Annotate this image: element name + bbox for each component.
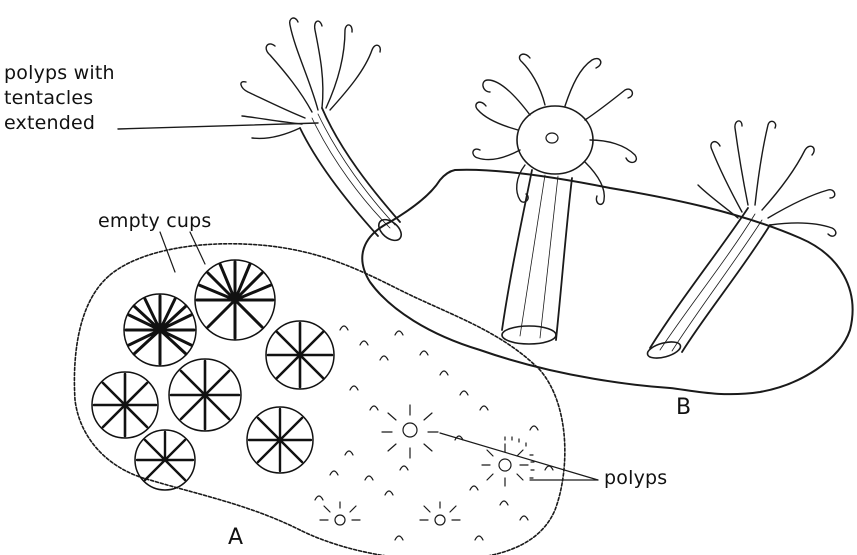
cup bbox=[247, 407, 313, 473]
cup bbox=[169, 359, 241, 431]
label-polyps: polyps bbox=[604, 467, 667, 489]
polyp-middle bbox=[473, 54, 636, 344]
label-polyps-extended-line1: polyps with bbox=[4, 62, 115, 84]
polyp-disc bbox=[482, 444, 528, 486]
polyp-disc bbox=[382, 405, 438, 458]
empty-cups-group bbox=[92, 260, 334, 490]
label-empty-cups: empty cups bbox=[98, 210, 211, 232]
cup bbox=[266, 321, 334, 389]
polyp-disc bbox=[420, 502, 460, 525]
polyp-disc bbox=[320, 502, 360, 525]
base-plate-outline bbox=[362, 170, 852, 394]
figure-label-a: A bbox=[228, 525, 243, 550]
polyp-left bbox=[241, 18, 405, 244]
cup bbox=[124, 294, 196, 366]
coral-colony bbox=[74, 244, 564, 555]
figure-label-b: B bbox=[676, 395, 691, 420]
cup bbox=[195, 260, 275, 340]
living-polyps-group bbox=[315, 326, 553, 540]
cup bbox=[135, 430, 195, 490]
label-polyps-extended-line3: extended bbox=[4, 112, 95, 134]
leader-empty-cups-2 bbox=[190, 232, 205, 264]
cup bbox=[92, 372, 158, 438]
leader-extended bbox=[118, 123, 318, 129]
label-polyps-extended-line2: tentacles bbox=[4, 87, 93, 109]
